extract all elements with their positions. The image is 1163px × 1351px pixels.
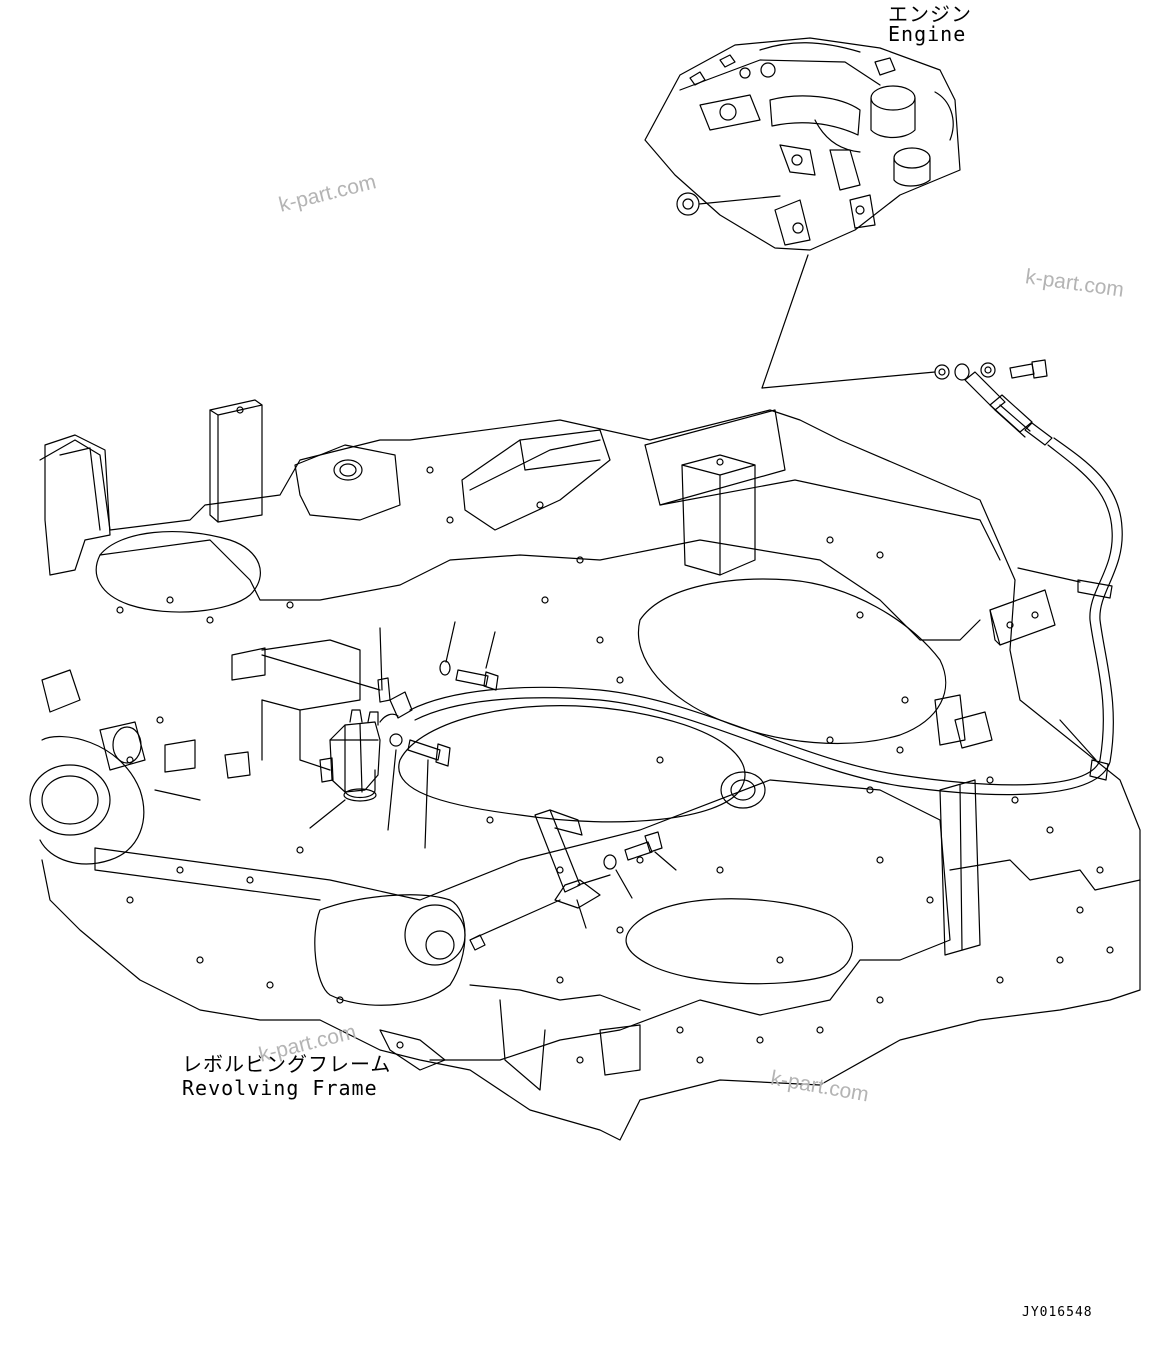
cable-bracket — [469, 809, 677, 951]
engine-label-jp: エンジン — [888, 2, 972, 26]
frame-label-jp: レボルビングフレーム — [182, 1052, 392, 1076]
leader-line — [761, 254, 809, 389]
engine-illustration — [644, 37, 961, 251]
frame-label-en: Revolving Frame — [182, 1076, 378, 1100]
leader-line — [761, 371, 936, 389]
cable-end-fittings — [934, 359, 1053, 446]
revolving-frame — [29, 399, 1141, 1141]
actuator-assembly — [261, 621, 499, 849]
engine-label-en: Engine — [888, 22, 967, 46]
drawing-code: JY016548 — [1022, 1305, 1093, 1320]
control-cable — [409, 437, 1123, 796]
